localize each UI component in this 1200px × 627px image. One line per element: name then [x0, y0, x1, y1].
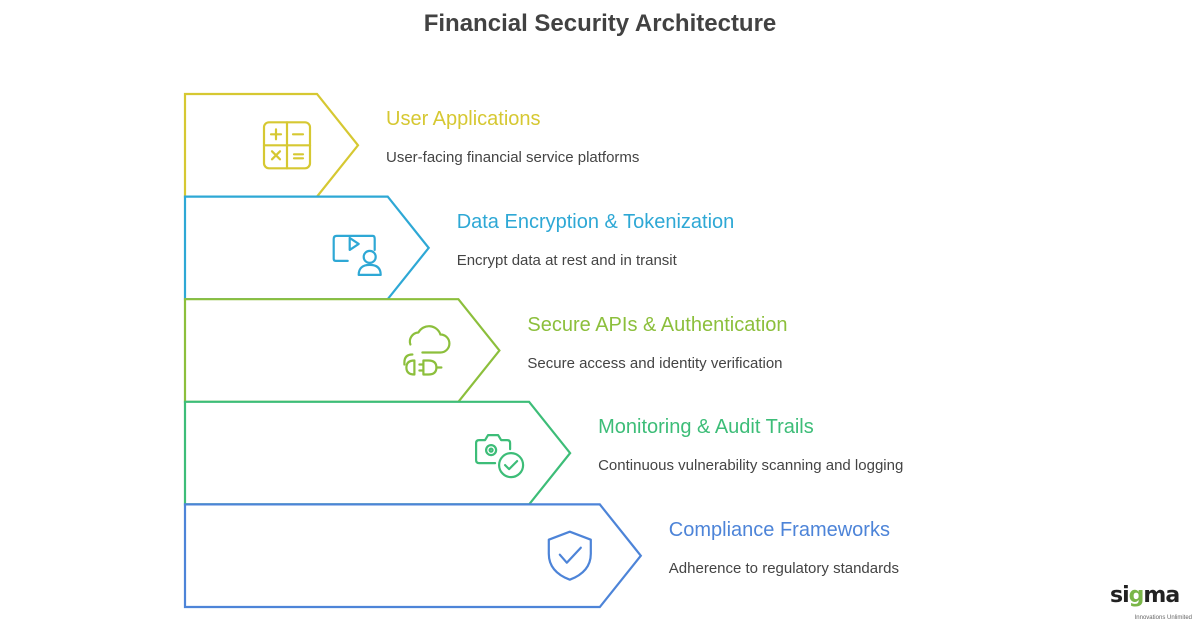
layer-shape	[183, 195, 431, 301]
camera-check-icon	[475, 434, 525, 479]
logo-tagline: Innovations Unlimited	[1134, 615, 1192, 621]
layer-shape	[183, 298, 501, 403]
layer-description: Continuous vulnerability scanning and lo…	[598, 457, 904, 475]
cloud-plug-icon	[403, 325, 451, 376]
diagram-title: Financial Security Architecture	[423, 10, 777, 37]
layer-shape	[183, 400, 572, 506]
shield-check-icon	[547, 530, 592, 581]
video-user-icon	[332, 234, 382, 276]
layer-title: Secure APIs & Authentication	[527, 313, 788, 336]
layer-description: User-facing financial service platforms	[386, 149, 640, 167]
layer-description: Encrypt data at rest and in transit	[456, 251, 677, 269]
layer-title: User Applications	[386, 108, 541, 131]
calculator-icon	[262, 121, 312, 170]
layer-title: Data Encryption & Tokenization	[456, 210, 735, 233]
layer-description: Secure access and identity verification	[527, 354, 783, 372]
logo-wordmark: sigma	[1110, 583, 1180, 608]
layer-shape	[183, 503, 643, 609]
layer-title: Compliance Frameworks	[668, 518, 890, 541]
layer-description: Adherence to regulatory standards	[668, 559, 899, 577]
sigma-logo: sigma Innovations Unlimited	[1110, 584, 1192, 626]
layer-title: Monitoring & Audit Trails	[598, 416, 814, 439]
